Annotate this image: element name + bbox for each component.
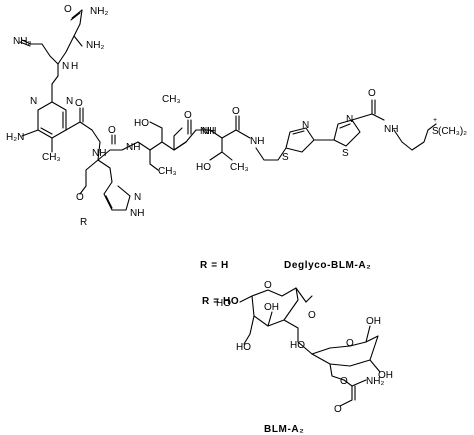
label-ch3-pyrimidine: CH₃ bbox=[42, 152, 61, 163]
label-h-link: H bbox=[71, 61, 78, 72]
label-sugar-oh3: OH bbox=[378, 370, 393, 381]
label-imidazole-nh: NH bbox=[130, 208, 144, 219]
label-pyrimidine-n2: N bbox=[66, 96, 73, 107]
atom-labels: NH₂ NH₂ NH₂ O N H N N H₂N CH₃ O NH O NH … bbox=[6, 4, 467, 228]
label-sugar-oh2: OH bbox=[366, 316, 381, 327]
label-blm-a2: BLM-A₂ bbox=[264, 424, 304, 435]
label-h2n: H₂N bbox=[6, 132, 24, 143]
label-ho-threonine: HO bbox=[196, 162, 211, 173]
label-o-pyrimidine-amide: O bbox=[75, 98, 83, 109]
label-o-terminal: O bbox=[368, 88, 376, 99]
label-nh2-amide: NH₂ bbox=[13, 36, 31, 47]
label-sugar-ho1: HO bbox=[216, 298, 231, 309]
label-nh-amide2: NH bbox=[126, 142, 140, 153]
label-o-amide2: O bbox=[108, 125, 116, 136]
label-pyrimidine-n1: N bbox=[30, 96, 37, 107]
label-ch3-valerate-top: CH₃ bbox=[162, 94, 181, 105]
sugar-labels: O HO HO OH O HO OH OH O O O NH₂ bbox=[216, 280, 393, 415]
label-nh2-top: NH₂ bbox=[90, 6, 108, 17]
label-deglyco-blm-a2: Deglyco-BLM-A₂ bbox=[284, 260, 371, 271]
label-o-amide: O bbox=[64, 4, 72, 15]
label-sugar-ring-o1: O bbox=[264, 280, 272, 291]
label-r-equals-h: R = H bbox=[200, 260, 229, 271]
main-skeleton-bonds bbox=[19, 9, 437, 211]
label-nh-ethyl: NH bbox=[250, 136, 264, 147]
label-o-valerate: O bbox=[184, 110, 192, 121]
label-ch3-valerate: CH₃ bbox=[158, 166, 177, 177]
sugar-bonds bbox=[239, 287, 381, 407]
label-n-thiazole2: N bbox=[346, 114, 353, 125]
label-r: R bbox=[80, 217, 87, 228]
label-nh-threonine: NH bbox=[202, 126, 216, 137]
label-sugar-ho3: HO bbox=[290, 340, 305, 351]
label-carbamate-nh2: NH₂ bbox=[366, 376, 384, 387]
label-sugar-ring-o2: O bbox=[346, 338, 354, 349]
label-n-link: N bbox=[62, 61, 69, 72]
label-sugar-ho2: HO bbox=[236, 342, 251, 353]
label-ch3-threonine: CH₃ bbox=[230, 162, 249, 173]
label-carbamate-o: O bbox=[334, 404, 342, 415]
label-nh-valerate: NH bbox=[200, 126, 214, 137]
label-r-equals-sugar: R = HO bbox=[202, 296, 239, 307]
label-nh-pyrimidine-amide: NH bbox=[92, 148, 106, 159]
label-sugar-o2: O bbox=[308, 310, 316, 321]
captions: R = H Deglyco-BLM-A₂ R = HO BLM-A₂ bbox=[200, 260, 371, 435]
label-sugar-o3: O bbox=[340, 376, 348, 387]
label-sme2: (CH₃)₂ bbox=[438, 126, 467, 137]
label-plus-charge: + bbox=[433, 117, 437, 124]
label-o-threonine: O bbox=[232, 106, 240, 117]
label-sugar-oh1: OH bbox=[264, 302, 279, 313]
label-s-plus: S bbox=[432, 126, 439, 137]
label-imidazole-n: N bbox=[134, 192, 141, 203]
label-s-thiazole1: S bbox=[282, 152, 289, 163]
label-ho-valerate: HO bbox=[134, 118, 149, 129]
label-n-thiazole1: N bbox=[302, 120, 309, 131]
label-nh2-side: NH₂ bbox=[86, 40, 104, 51]
label-o-ether: O bbox=[76, 192, 84, 203]
label-s-thiazole2: S bbox=[342, 148, 349, 159]
label-nh-terminal: NH bbox=[384, 124, 398, 135]
